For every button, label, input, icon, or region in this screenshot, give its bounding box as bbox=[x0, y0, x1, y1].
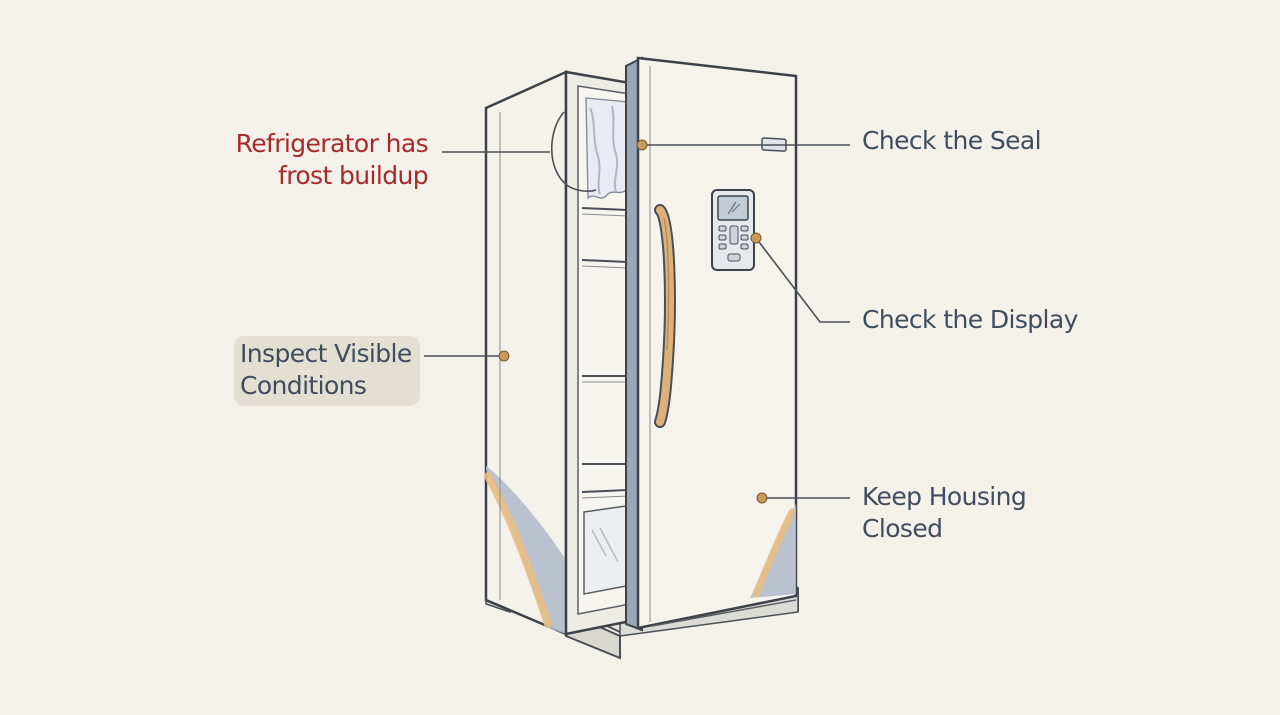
frost-label-line1: Refrigerator has bbox=[235, 129, 429, 158]
housing-label-line1: Keep Housing bbox=[862, 482, 1027, 511]
cabinet-side-panel bbox=[484, 70, 568, 636]
seal-label-text: Check the Seal bbox=[862, 126, 1042, 155]
frost-label-line2: frost buildup bbox=[278, 161, 429, 190]
display-marker bbox=[750, 232, 762, 244]
inspect-label: Inspect Visible Conditions bbox=[234, 336, 420, 406]
inspect-marker bbox=[498, 350, 510, 362]
compartment-interior bbox=[564, 70, 638, 636]
housing-label: Keep Housing Closed bbox=[862, 481, 1027, 545]
housing-label-line2: Closed bbox=[862, 514, 943, 543]
inspect-label-line1: Inspect Visible bbox=[240, 339, 412, 368]
inspect-label-line2: Conditions bbox=[240, 371, 367, 400]
control-display-panel bbox=[711, 189, 755, 271]
seal-label: Check the Seal bbox=[862, 125, 1042, 157]
housing-marker bbox=[756, 492, 768, 504]
frost-highlight-circle bbox=[550, 111, 597, 192]
callout-leader-lines bbox=[424, 111, 850, 499]
display-leader-line bbox=[755, 237, 850, 323]
refrigerator-door bbox=[625, 56, 798, 632]
frost-warning-label: Refrigerator has frost buildup bbox=[228, 128, 429, 192]
callout-markers bbox=[498, 139, 768, 504]
display-label: Check the Display bbox=[862, 304, 1078, 336]
display-label-text: Check the Display bbox=[862, 305, 1078, 334]
seal-marker bbox=[636, 139, 648, 151]
